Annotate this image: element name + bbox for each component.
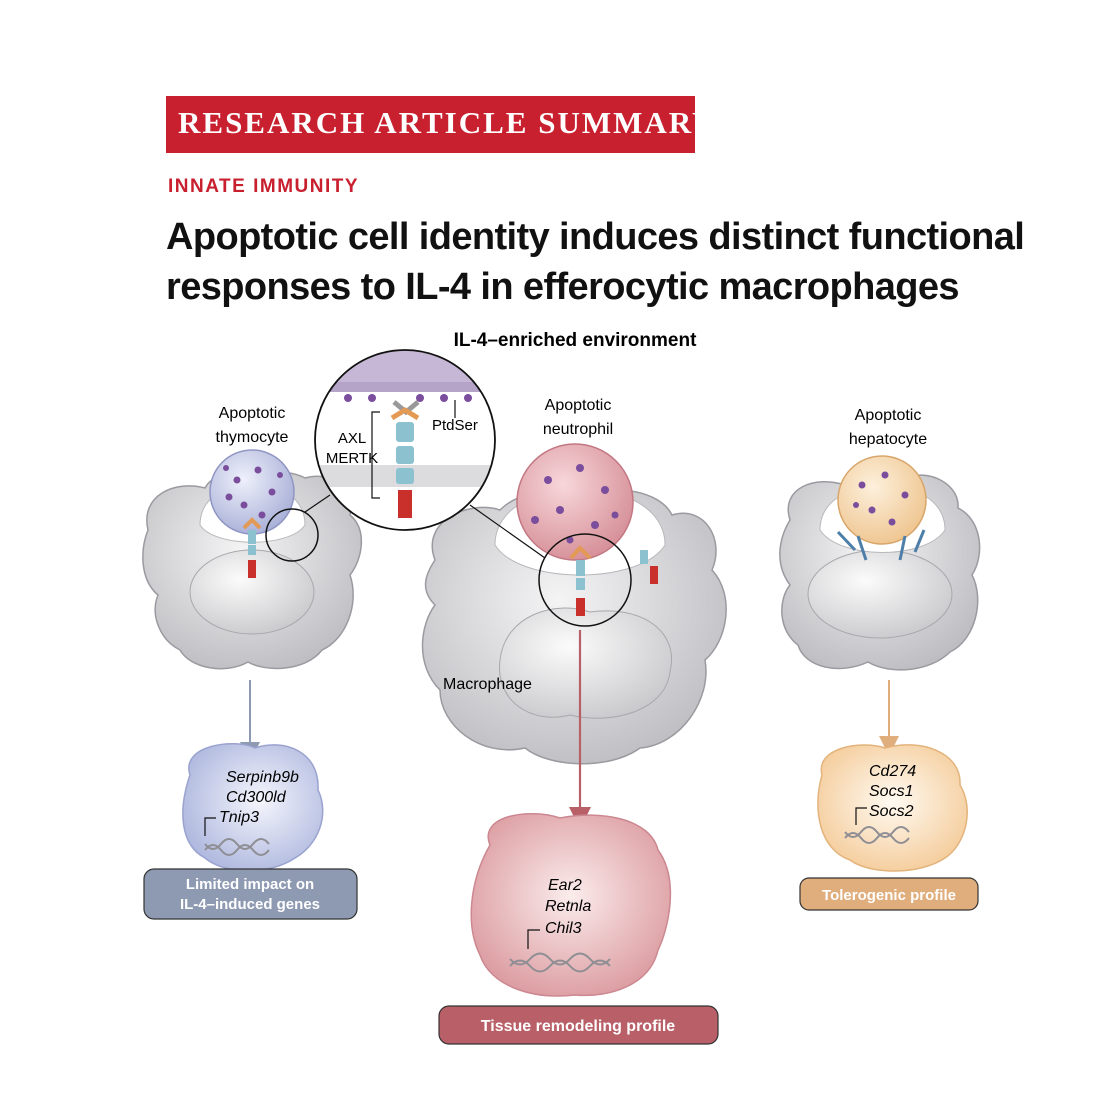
left-zoom-circle bbox=[265, 508, 319, 562]
article-title: Apoptotic cell identity induces distinct… bbox=[166, 216, 1025, 308]
zoom-axl-label: AXL bbox=[338, 430, 366, 447]
zoom-mertk-label: MERTK bbox=[326, 450, 378, 467]
center-gene-1: Ear2 bbox=[548, 877, 582, 894]
banner-text: RESEARCH ARTICLE SUMMARY bbox=[178, 105, 717, 140]
right-gene-2: Socs1 bbox=[869, 783, 913, 800]
left-gene-1: Serpinb9b bbox=[226, 769, 299, 786]
center-zoom-circle bbox=[538, 533, 632, 627]
zoom-ptdser-label: PtdSer bbox=[432, 417, 478, 434]
left-outcome-line1: Limited impact on bbox=[186, 876, 314, 893]
left-gene-cell bbox=[182, 742, 324, 872]
right-cell-line1: Apoptotic bbox=[855, 407, 922, 424]
center-gene-cell bbox=[470, 812, 672, 997]
right-cell-line2: hepatocyte bbox=[849, 431, 927, 448]
hepatocyte-cell bbox=[836, 455, 927, 561]
environment-label: IL-4–enriched environment bbox=[454, 330, 698, 351]
center-cell-line2: neutrophil bbox=[543, 421, 613, 438]
left-receptor bbox=[242, 517, 262, 578]
left-outcome-line2: IL-4–induced genes bbox=[180, 896, 320, 913]
right-gene-3: Socs2 bbox=[869, 803, 914, 820]
left-gene-2: Cd300ld bbox=[226, 789, 287, 806]
center-gene-2: Retnla bbox=[545, 898, 591, 915]
summary-diagram: IL-4–enriched environment Apoptotic thym… bbox=[142, 330, 981, 1045]
left-gene-3: Tnip3 bbox=[219, 809, 259, 826]
center-cell-line1: Apoptotic bbox=[545, 397, 612, 414]
section-banner: RESEARCH ARTICLE SUMMARY bbox=[166, 96, 714, 153]
right-gene-cell bbox=[817, 744, 968, 872]
left-cell-line1: Apoptotic bbox=[219, 405, 286, 422]
center-receptor bbox=[569, 545, 658, 616]
center-gene-3: Chil3 bbox=[545, 920, 582, 937]
center-outcome-box bbox=[438, 1005, 719, 1045]
right-outcome-box bbox=[799, 877, 979, 911]
right-outcome: Tolerogenic profile bbox=[822, 887, 956, 904]
kicker: INNATE IMMUNITY bbox=[168, 176, 360, 197]
left-outcome-box bbox=[143, 868, 358, 920]
neutrophil-cell bbox=[516, 443, 634, 561]
center-outcome: Tissue remodeling profile bbox=[481, 1018, 676, 1035]
right-gene-1: Cd274 bbox=[869, 763, 916, 780]
left-cell-line2: thymocyte bbox=[216, 429, 289, 446]
macrophage-label: Macrophage bbox=[443, 676, 532, 693]
